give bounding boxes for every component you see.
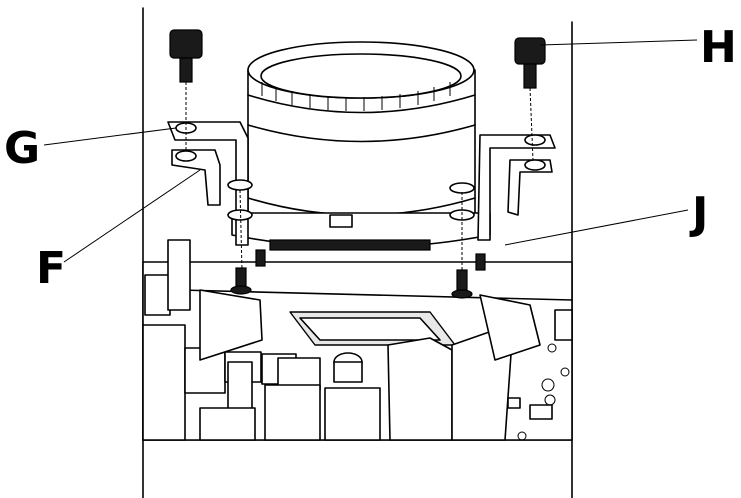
cylinder-module: [231, 41, 491, 251]
callout-label-g: G: [4, 123, 40, 174]
screw-g: [169, 29, 203, 150]
right-bracket: [449, 134, 556, 241]
lower-screws: [230, 189, 486, 299]
callout-label-f: F: [36, 243, 66, 294]
leader-lines: [43, 39, 698, 263]
screw-h: [514, 37, 546, 161]
circuit-board: [142, 239, 573, 441]
callout-label-j: J: [689, 188, 708, 239]
callout-label-h: H: [700, 22, 737, 73]
